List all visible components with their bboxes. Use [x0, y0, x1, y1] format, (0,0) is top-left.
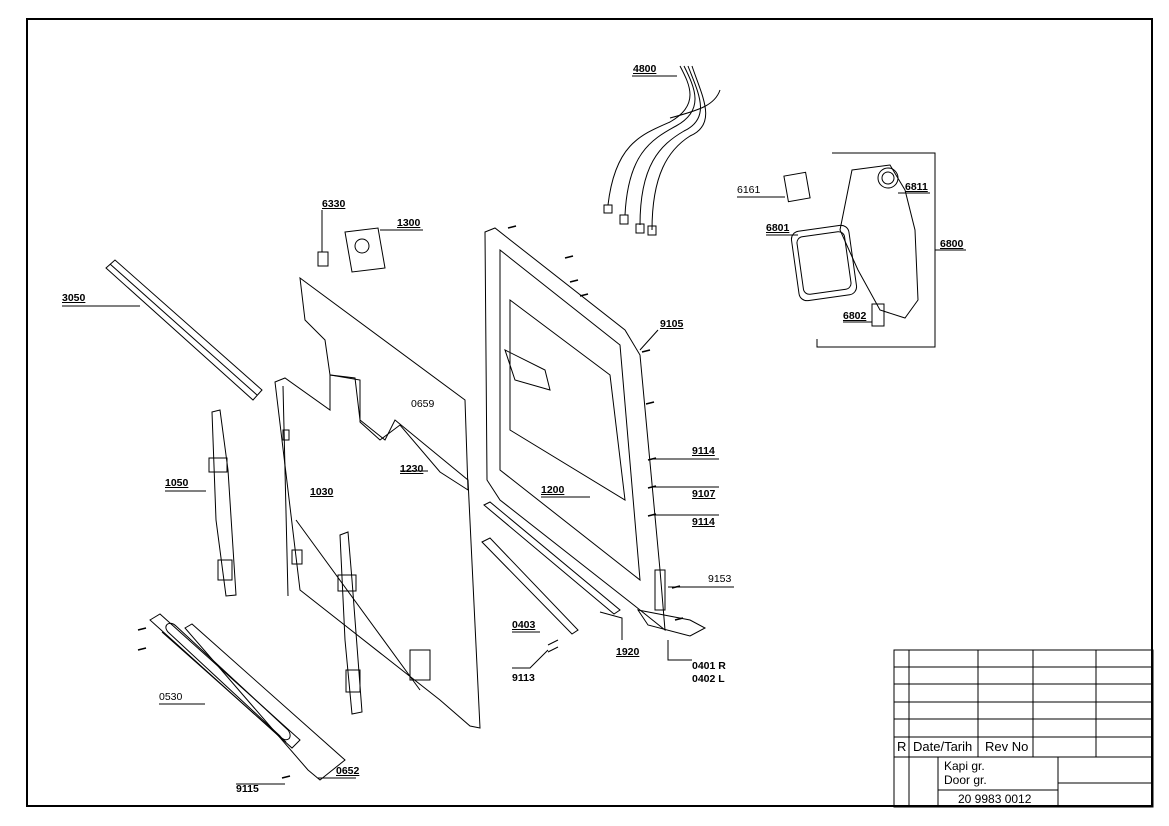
inner-door-frame-1200	[484, 227, 734, 632]
label-3050: 3050	[62, 292, 86, 304]
label-4800: 4800	[633, 63, 657, 75]
detergent-dispenser-6800	[737, 152, 966, 348]
label-9105: 9105	[660, 318, 684, 330]
label-9115: 9115	[236, 783, 259, 795]
label-1300: 1300	[397, 217, 421, 229]
label-6802: 6802	[843, 310, 867, 322]
label-9113: 9113	[512, 672, 535, 684]
label-0403: 0403	[512, 619, 536, 631]
label-6330: 6330	[322, 198, 346, 210]
label-1030: 1030	[310, 486, 334, 498]
seal-strips	[481, 501, 707, 669]
title-name-tr: Kapi gr.	[944, 759, 985, 773]
label-0402: 0402 L	[692, 673, 725, 685]
label-6800: 6800	[940, 238, 964, 250]
label-1920: 1920	[616, 646, 640, 658]
hinge-strap-1050	[165, 409, 237, 597]
label-9107: 9107	[692, 488, 716, 500]
title-rev-letter: R	[897, 739, 907, 754]
label-0652: 0652	[336, 765, 360, 777]
title-date-label: Date/Tarih	[913, 739, 973, 754]
label-0401: 0401 R	[692, 660, 726, 672]
title-part-number: 20 9983 0012	[958, 792, 1032, 806]
outer-door-panel-1030	[274, 374, 481, 729]
title-name-en: Door gr.	[944, 773, 987, 787]
insulation-panel-0659	[299, 276, 469, 491]
label-9114-lower: 9114	[692, 516, 715, 528]
label-6811: 6811	[905, 181, 928, 193]
label-6161: 6161	[737, 184, 761, 196]
label-9153: 9153	[708, 573, 732, 585]
screws	[137, 225, 684, 779]
label-6801: 6801	[766, 222, 790, 234]
title-rev-no-label: Rev No	[985, 739, 1029, 754]
drawing-frame	[26, 18, 1153, 807]
switch-assembly-1300	[317, 210, 423, 273]
top-rail-3050	[62, 259, 263, 401]
wiring-harness-4800	[603, 65, 721, 236]
label-1200: 1200	[541, 484, 565, 496]
label-1230: 1230	[400, 463, 424, 475]
handle-frame-0530	[149, 613, 301, 749]
hinge-strap-center	[337, 531, 363, 715]
title-block	[893, 649, 1154, 808]
handle-plate-0652	[184, 623, 356, 785]
label-0659: 0659	[411, 398, 435, 410]
label-9114-upper: 9114	[692, 445, 715, 457]
label-1050: 1050	[165, 477, 189, 489]
label-0530: 0530	[159, 691, 183, 703]
